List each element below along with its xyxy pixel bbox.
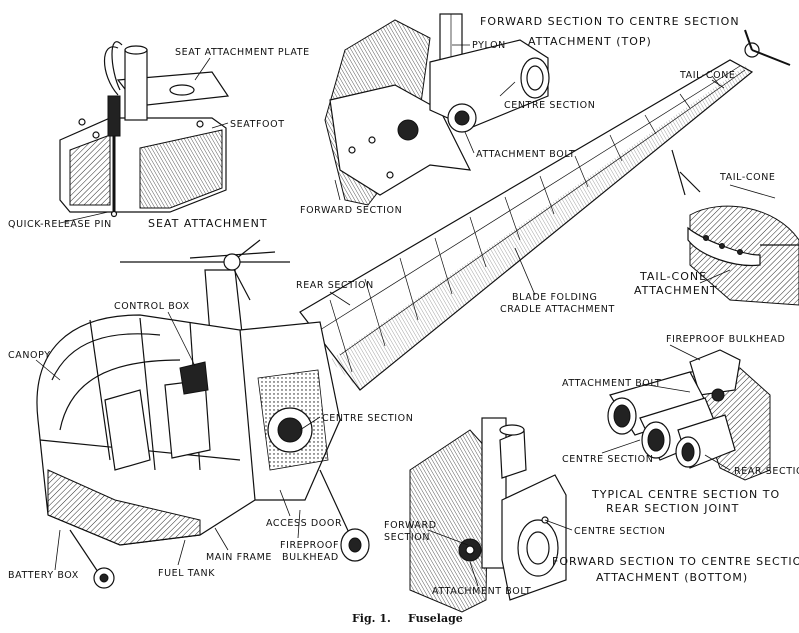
seat-attachment-detail (59, 41, 230, 218)
caption-title: Fuselage (408, 612, 463, 625)
tail-cone-attachment-detail (687, 205, 799, 306)
label-tail-cone-attachment-line1: TAIL-CONE (639, 270, 707, 283)
label-seatfoot: SEATFOOT (230, 119, 285, 130)
label-rear-section: REAR SECTION (296, 280, 374, 291)
label-centre-section-main: CENTRE SECTION (322, 413, 413, 424)
label-forward-section-bottom-line1: FORWARD (384, 520, 437, 531)
label-attachment-bolt-bottom: ATTACHMENT BOLT (432, 586, 531, 597)
label-tail-cone-attachment-line2: ATTACHMENT (634, 284, 718, 297)
label-centre-section-joint: CENTRE SECTION (562, 454, 653, 465)
label-tail-cone-main: TAIL-CONE (679, 70, 736, 81)
label-fwd-centre-top-line1: FORWARD SECTION TO CENTRE SECTION (480, 15, 740, 28)
label-access-door: ACCESS DOOR (266, 518, 342, 529)
label-attachment-bolt-top: ATTACHMENT BOLT (476, 149, 575, 160)
main-fuselage (36, 29, 791, 589)
centre-rear-joint-detail (607, 349, 771, 481)
caption-figure-number: Fig. 1. (352, 612, 391, 625)
label-blade-folding-line2: CRADLE ATTACHMENT (500, 304, 615, 315)
label-seat-attachment-plate: SEAT ATTACHMENT PLATE (175, 47, 310, 58)
label-fwd-centre-top-line2: ATTACHMENT (TOP) (528, 35, 652, 48)
labels: SEAT ATTACHMENT PLATE SEATFOOT QUICK-REL… (8, 15, 799, 597)
label-rear-section-joint: REAR SECTIO (734, 466, 799, 477)
label-seat-attachment: SEAT ATTACHMENT (148, 217, 268, 230)
label-forward-section-bottom-line2: SECTION (384, 532, 430, 543)
label-typical-joint-line2: REAR SECTION JOINT (606, 502, 739, 515)
figure-caption: Fig. 1. Fuselage (352, 612, 463, 625)
label-centre-section-top: CENTRE SECTION (504, 100, 595, 111)
boom-frames (329, 75, 721, 373)
label-blade-folding-line1: BLADE FOLDING (512, 292, 597, 303)
leader-lines (35, 44, 776, 587)
label-fireproof-bulkhead-main-line2: BULKHEAD (282, 552, 339, 563)
label-quick-release-pin: QUICK-RELEASE PIN (8, 219, 112, 230)
label-fireproof-bulkhead-joint: FIREPROOF BULKHEAD (666, 334, 785, 345)
label-fwd-centre-bottom-line2: ATTACHMENT (BOTTOM) (596, 571, 748, 584)
label-fwd-centre-bottom-line1: FORWARD SECTION TO CENTRE SECTION (552, 555, 799, 568)
label-battery-box: BATTERY BOX (8, 570, 79, 581)
label-fuel-tank: FUEL TANK (158, 568, 215, 579)
forward-centre-top-detail (324, 13, 550, 206)
label-pylon: PYLON (472, 40, 506, 51)
label-forward-section-top: FORWARD SECTION (300, 205, 402, 216)
label-control-box: CONTROL BOX (114, 301, 190, 312)
label-fireproof-bulkhead-main-line1: FIREPROOF (280, 540, 339, 551)
label-main-frame: MAIN FRAME (206, 552, 272, 563)
label-typical-joint-line1: TYPICAL CENTRE SECTION TO (591, 488, 780, 501)
label-tail-cone-detail: TAIL-CONE (719, 172, 776, 183)
label-attachment-bolt-joint: ATTACHMENT BOLT (562, 378, 661, 389)
label-canopy: CANOPY (8, 350, 51, 361)
label-centre-section-bottom: CENTRE SECTION (574, 526, 665, 537)
forward-centre-bottom-detail (409, 417, 567, 613)
